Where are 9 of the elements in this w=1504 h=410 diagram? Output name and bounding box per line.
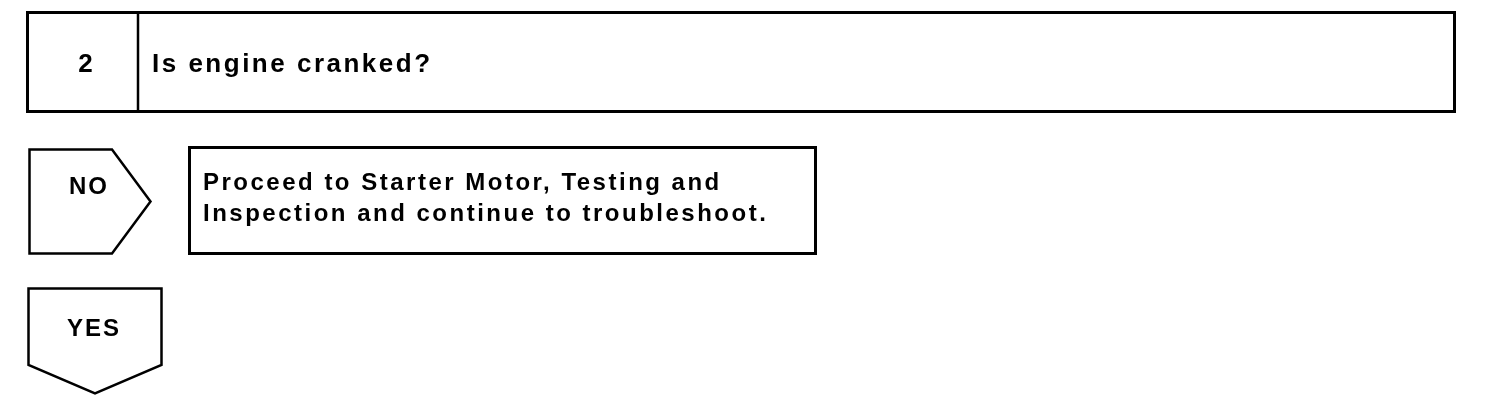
step-number: 2 xyxy=(78,48,94,80)
answer-tab xyxy=(28,148,152,255)
step-box xyxy=(26,11,1456,113)
question-text: Is engine cranked? xyxy=(152,48,433,80)
instruction-text: Proceed to Starter Motor, Testing and Inspection and continue to troubleshoot. xyxy=(203,167,770,228)
instruction-box xyxy=(188,146,817,255)
answer-label: YES xyxy=(67,313,121,343)
answer-label: NO xyxy=(69,171,109,201)
answer-tab xyxy=(27,287,163,395)
